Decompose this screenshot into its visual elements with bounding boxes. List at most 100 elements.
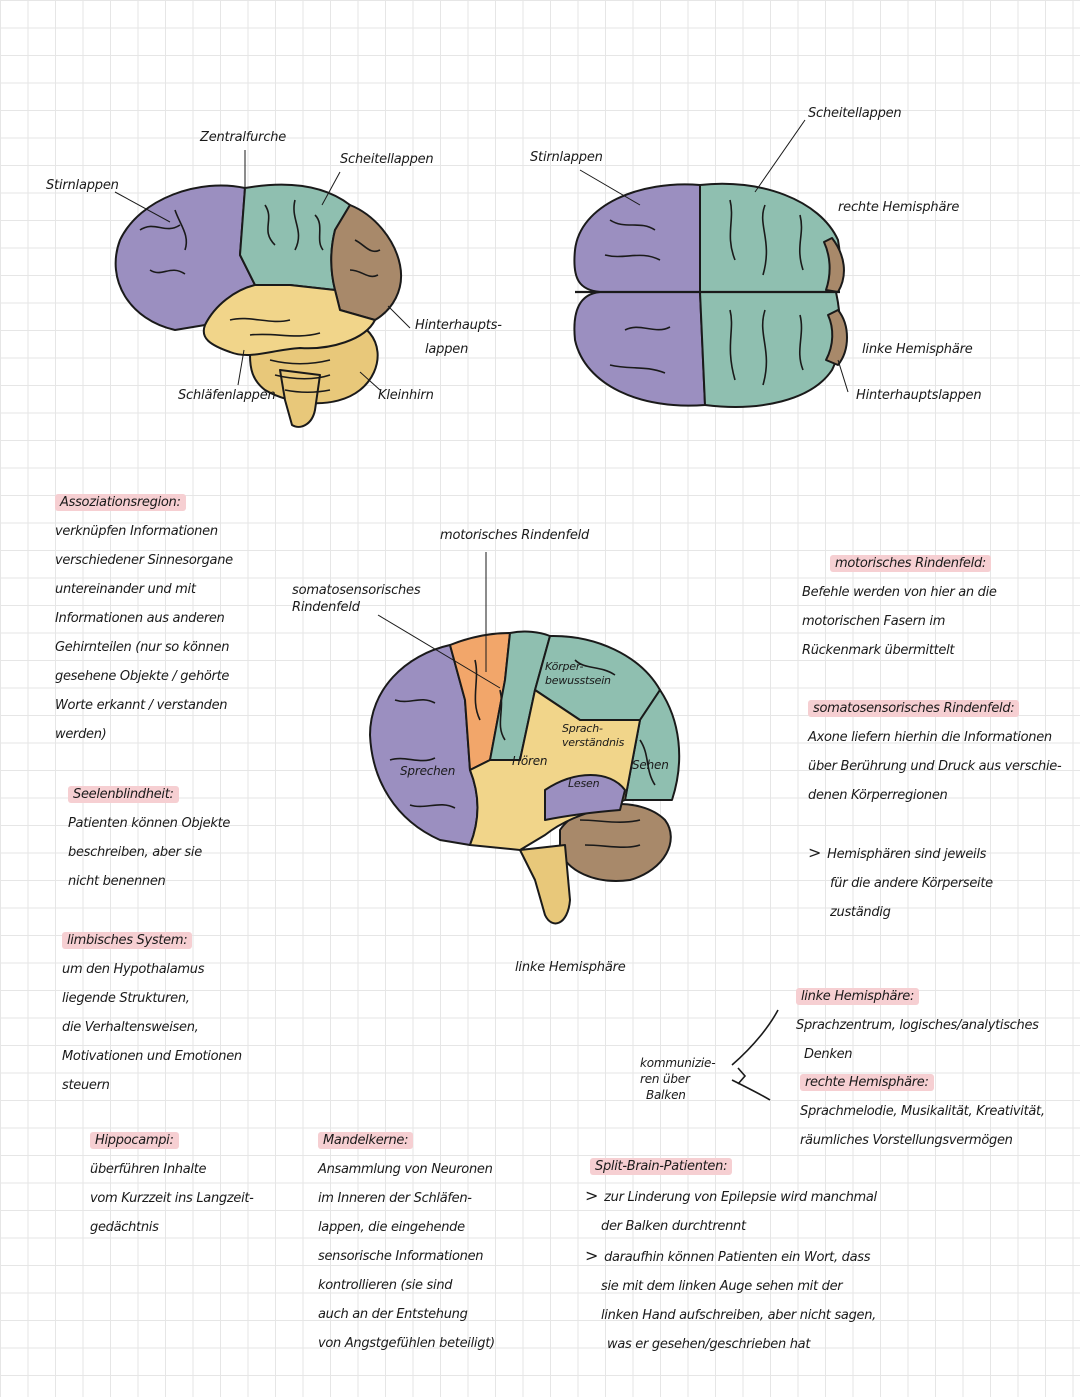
label-koerperbewusstsein-1: Körper- xyxy=(545,660,584,673)
note-line: Axone liefern hierhin die Informationen xyxy=(808,730,1052,745)
label-scheitellappen-2: Scheitellappen xyxy=(808,106,902,121)
brain-lateral-figure xyxy=(114,150,411,428)
label-sprachverstaendnis-2: verständnis xyxy=(562,736,625,749)
heading-motorisches-rindenfeld: motorisches Rindenfeld: xyxy=(830,555,991,572)
note-line: Hemisphären sind jeweils xyxy=(827,847,987,862)
top-gyri xyxy=(604,199,804,386)
note-line: verschiedener Sinnesorgane xyxy=(55,553,233,568)
label-motorisches-rindenfeld: motorisches Rindenfeld xyxy=(440,528,590,543)
func-reading xyxy=(544,774,626,821)
note-line: zuständig xyxy=(830,905,891,920)
note-split-brain: Split-Brain-Patienten: > zur Linderung vo… xyxy=(585,1152,877,1359)
note-line: linken Hand aufschreiben, aber nicht sag… xyxy=(601,1308,876,1323)
heading-assoziationsregion: Assoziationsregion: xyxy=(55,494,186,511)
note-line: Rückenmark übermittelt xyxy=(802,643,955,658)
note-line: Worte erkannt / verstanden xyxy=(55,698,228,713)
lateral-gyri xyxy=(139,199,381,394)
func-temporal xyxy=(469,689,641,851)
note-hippocampi: Hippocampi: überführen Inhalte vom Kurzz… xyxy=(90,1126,254,1242)
heading-hippocampi: Hippocampi: xyxy=(90,1132,179,1149)
note-somatosensorisches-rindenfeld: somatosensorisches Rindenfeld: Axone lie… xyxy=(808,694,1062,810)
note-line: im Inneren der Schläfen- xyxy=(318,1191,472,1206)
top-frontal-left xyxy=(573,183,701,293)
note-mandelkerne: Mandelkerne: Ansammlung von Neuronen im … xyxy=(318,1126,495,1358)
note-line: ren über xyxy=(640,1072,690,1086)
label-koerperbewusstsein-2: bewusstsein xyxy=(545,674,611,687)
note-line: auch an der Entstehung xyxy=(318,1307,468,1322)
note-line: Denken xyxy=(804,1047,853,1062)
func-gyri xyxy=(389,659,656,848)
note-line: werden) xyxy=(55,727,107,742)
note-line: gesehene Objekte / gehörte xyxy=(55,669,230,684)
note-line: die Verhaltensweisen, xyxy=(62,1020,199,1035)
brain-top-figure xyxy=(573,119,849,408)
note-line: beschreiben, aber sie xyxy=(68,845,202,860)
note-seelenblindheit: Seelenblindheit: Patienten können Objekt… xyxy=(68,780,230,896)
note-line: über Berührung und Druck aus verschie- xyxy=(808,759,1062,774)
fig2-leader-lines xyxy=(579,119,849,393)
note-line: gedächtnis xyxy=(90,1220,159,1235)
note-line: überführen Inhalte xyxy=(90,1162,207,1177)
heading-limbisches-system: limbisches System: xyxy=(62,932,193,949)
note-line: kommunizie- xyxy=(640,1056,716,1070)
bullet-arrow: > xyxy=(585,1186,599,1205)
note-line: Gehirnteilen (nur so können xyxy=(55,640,230,655)
top-occipital-right xyxy=(823,237,845,293)
top-parietal-left xyxy=(699,291,842,408)
label-hinterhauptslappen-1a: Hinterhaupts- xyxy=(415,318,502,333)
note-motorisches-heading: motorisches Rindenfeld: xyxy=(830,549,991,578)
note-line: liegende Strukturen, xyxy=(62,991,190,1006)
note-line: räumliches Vorstellungsvermögen xyxy=(800,1133,1013,1148)
heading-linke-hemisphaere: linke Hemisphäre: xyxy=(796,988,920,1005)
heading-split-brain: Split-Brain-Patienten: xyxy=(590,1158,733,1175)
heading-mandelkerne: Mandelkerne: xyxy=(318,1132,414,1149)
note-line: Balken xyxy=(646,1088,686,1102)
note-line: Ansammlung von Neuronen xyxy=(318,1162,493,1177)
brain-functional-figure xyxy=(369,552,681,925)
note-rechte-hemisphaere: rechte Hemisphäre: Sprachmelodie, Musika… xyxy=(800,1068,1045,1155)
label-linke-hemisphaere-top: linke Hemisphäre xyxy=(862,342,973,357)
note-line: sensorische Informationen xyxy=(318,1249,484,1264)
note-line: um den Hypothalamus xyxy=(62,962,205,977)
heading-seelenblindheit: Seelenblindheit: xyxy=(68,786,179,803)
note-hemisphaeren-seiten: > Hemisphären sind jeweils für die andere… xyxy=(808,838,993,927)
note-line: zur Linderung von Epilepsie wird manchma… xyxy=(604,1190,877,1205)
caption-linke-hemisphaere: linke Hemisphäre xyxy=(515,960,626,975)
note-line: sie mit dem linken Auge sehen mit der xyxy=(601,1279,843,1294)
top-frontal-right xyxy=(573,291,706,407)
fig1-leader-lines xyxy=(114,150,411,391)
label-sehen: Sehen xyxy=(632,758,669,772)
note-line: Informationen aus anderen xyxy=(55,611,225,626)
note-line: Sprachzentrum, logisches/analytisches xyxy=(796,1018,1039,1033)
bullet-arrow: > xyxy=(585,1246,599,1265)
label-scheitellappen-1: Scheitellappen xyxy=(340,152,434,167)
note-line: Patienten können Objekte xyxy=(68,816,231,831)
label-hinterhauptslappen-1b: lappen xyxy=(425,342,469,357)
func-occipital xyxy=(624,689,681,801)
label-sprachverstaendnis-1: Sprach- xyxy=(562,722,603,735)
label-stirnlappen-2: Stirnlappen xyxy=(530,150,603,165)
note-line: verknüpfen Informationen xyxy=(55,524,218,539)
hemisphere-connectors xyxy=(731,1009,779,1101)
label-zentralfurche: Zentralfurche xyxy=(200,130,287,145)
note-limbisches-system: limbisches System: um den Hypothalamus l… xyxy=(62,926,242,1100)
bullet-arrow: > xyxy=(808,843,822,862)
heading-rechte-hemisphaere: rechte Hemisphäre: xyxy=(800,1074,934,1091)
note-line: untereinander und mit xyxy=(55,582,196,597)
label-somato-2: Rindenfeld xyxy=(292,600,360,615)
note-line: motorischen Fasern im xyxy=(802,614,946,629)
top-parietal-right xyxy=(699,182,842,293)
note-line: steuern xyxy=(62,1078,110,1093)
occipital-lobe-region xyxy=(330,204,403,321)
label-schlaefenlappen: Schläfenlappen xyxy=(178,388,276,403)
note-line: der Balken durchtrennt xyxy=(601,1219,746,1234)
label-sprechen: Sprechen xyxy=(400,764,456,778)
note-line: für die andere Körperseite xyxy=(830,876,993,891)
note-assoziationsregion: Assoziationsregion: verknüpfen Informati… xyxy=(55,488,233,749)
note-line: was er gesehen/geschrieben hat xyxy=(607,1337,811,1352)
note-line: vom Kurzzeit ins Langzeit- xyxy=(90,1191,254,1206)
note-linke-hemisphaere: linke Hemisphäre: Sprachzentrum, logisch… xyxy=(796,982,1039,1069)
heading-somatosensorisches-rindenfeld: somatosensorisches Rindenfeld: xyxy=(808,700,1020,717)
note-line: daraufhin können Patienten ein Wort, das… xyxy=(604,1250,871,1265)
